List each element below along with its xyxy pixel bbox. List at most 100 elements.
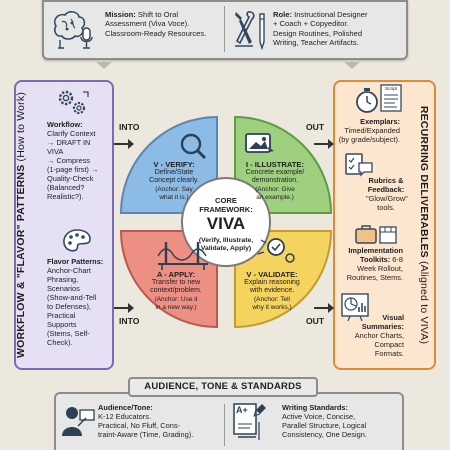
audience-line-3: traint-Aware (Time, Grading). [98,430,194,439]
deliverables-panel [333,80,436,370]
role-line-3: Design Routines, Polished [273,28,363,38]
verify-quadrant [119,115,218,214]
verify-title: V - VERIFY: [153,160,195,169]
role-line-2: + Coach + Copyeditor. [273,19,349,29]
toolkits-line-1: 6-8 [390,255,403,264]
workflow-line-8: Realistic?). [47,192,84,201]
script-label: Script [384,87,398,92]
exemplars-title: Exemplars: [360,117,400,126]
top-banner [42,0,408,60]
illustrate-title: I - ILLUSTRATE: [245,160,305,169]
deliverables-vertical-label-bold: RECURRING DELIVERABLES [418,105,430,258]
script-doc-icon [380,84,402,112]
workflow-title: Workflow: [47,120,83,129]
bottom-divider [224,404,225,446]
visual-line-1: Anchor Charts, [354,331,404,340]
stopwatch-icon [356,88,378,113]
illustrate-body-1: Concrete example/ [245,169,305,176]
workflow-line-6: Quality-Check [47,174,94,183]
into-top-label: INTO [119,122,140,132]
apply-text: A - APPLY: Transfer to new context/probl… [137,270,215,311]
writing-line-2: Parallel Structure, Logical [282,421,367,430]
core-label: CORE FRAMEWORK: [186,196,266,214]
apply-note-2: in a new way.) [155,303,197,311]
validate-title: V - VALIDATE: [246,270,298,279]
out-bottom-label: OUT [306,316,325,326]
bridge-icon [157,242,208,270]
down-arrow-right [344,62,360,69]
out-top-arrow-head [328,139,334,149]
illustrate-body-2: demonstration. [251,177,299,185]
gears-icon [58,90,89,115]
workflow-text: Workflow: Clarify Context → DRAFT IN VIV… [47,120,113,201]
apply-quadrant [119,230,218,329]
toolkits-line-2: Week Rollout, [357,264,403,273]
verify-body-2: Concept clearly. [149,177,199,185]
viva-subtitle: (Verify, Illustrate, Validate, Apply) [188,237,264,254]
visual-summaries-text: Visual Summaries: Anchor Charts, Compact… [342,313,404,358]
into-bottom-arrow-head [128,303,134,313]
role-text: Role: Instructional Designer + Coach + C… [273,10,405,48]
flavor-line-7: Supports [47,320,77,329]
mission-line-2: Assessment (Viva Voce). [105,19,190,29]
audience-standards-header: AUDIENCE, TONE & STANDARDS [128,377,318,397]
workflow-line-5: (1-page first) → [47,165,99,174]
magnifier-icon [180,133,207,160]
viva-subtitle-2: Validate, Apply) [200,245,252,253]
deliverables-vertical-label: RECURRING DELIVERABLES (Aligned to VIVA) [418,106,430,344]
mission-title: Mission: [105,10,136,19]
down-arrow-left [96,62,112,69]
pencil-icon [259,13,265,50]
viva-wheel [119,115,333,329]
audience-text: Audience/Tone: K-12 Educators. Practical… [98,403,216,439]
flavor-line-5: to Defenses), [47,302,91,311]
picture-icon [245,133,274,153]
validate-quadrant [234,230,333,329]
visual-line-3: Formats. [374,349,404,358]
verify-text: V - VERIFY: Define/State Concept clearly… [138,160,210,201]
workflow-vertical-label-light: (How to Work) [15,91,27,165]
apply-note-1: (Anchor: Use it [154,295,198,303]
toolkits-text: Implementation Toolkits: 6-8 Week Rollou… [337,246,403,282]
flavor-title: Flavor Patterns: [47,257,104,266]
audience-line-1: K-12 Educators. [98,412,151,421]
mission-line-3: Classroom-Ready Resources. [105,28,207,38]
core-line-2: FRAMEWORK: [199,205,253,214]
toolkits-title-2: Toolkits: [360,255,391,264]
rubrics-title-2: Feedback: [367,185,405,194]
mission-text: Mission: Shift to Oral Assessment (Viva … [105,10,223,38]
tools-icon [235,11,255,47]
into-top-arrow-head [128,139,134,149]
workflow-vertical-label: WORKFLOW & "FLAVOR" PATTERNS (How to Wor… [15,92,27,358]
flavor-line-2: Phrasing, [47,275,79,284]
core-line-1: CORE [215,196,237,205]
exemplars-line-2: (by grade/subject). [338,135,400,144]
visual-title-1: Visual [382,313,404,322]
audience-title: Audience/Tone: [98,403,153,412]
flow-arrows [114,139,334,313]
flavor-line-1: Anchor-Chart [47,266,91,275]
exemplars-line-1: Timed/Expanded [344,126,400,135]
flavor-line-3: Scenarios [47,284,80,293]
apply-title: A - APPLY: [156,270,196,279]
workflow-line-7: (Balanced? [47,183,85,192]
into-bottom-label: INTO [119,316,140,326]
flavor-line-9: Check). [47,338,73,347]
verify-note-1: (Anchor: Say [155,185,193,193]
workflow-vertical-label-bold: WORKFLOW & "FLAVOR" PATTERNS [15,164,27,359]
role-title: Role: [273,10,292,19]
viva-subtitle-1: (Verify, Illustrate, [198,237,254,244]
graded-document-icon [233,403,266,440]
brain-microphone-icon [53,11,93,49]
writing-standards-text: Writing Standards: Active Voice, Concise… [282,403,404,439]
illustrate-note-1: (Anchor: Give [255,185,295,193]
out-top-label: OUT [306,122,325,132]
workflow-line-4: → Compress [47,156,91,165]
verify-note-2: what it is.) [159,193,189,201]
deliverables-vertical-label-light: (Aligned to VIVA) [418,257,430,345]
writing-title: Writing Standards: [282,403,348,412]
viva-title: VIVA [206,214,246,233]
top-divider [224,6,225,52]
chart-board-icon [341,293,369,322]
writing-line-3: Consistency, One Design. [282,430,367,439]
